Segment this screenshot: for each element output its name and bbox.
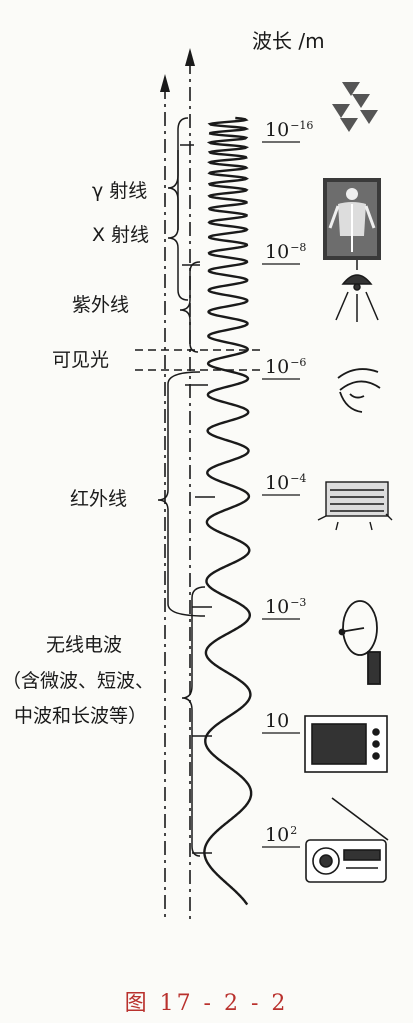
- heater-icon: [317, 481, 393, 531]
- radio-wave-detail-1: （含微波、短波、: [2, 670, 155, 692]
- figure-caption: 图 17 - 2 - 2: [124, 991, 289, 1016]
- wavelength-label: 10−8: [265, 241, 307, 263]
- ultraviolet-label: 紫外线: [72, 294, 130, 316]
- wavelength-underlines: [262, 141, 300, 848]
- wavelength-label: 102: [265, 824, 298, 846]
- uv-lamp-icon: [335, 260, 379, 322]
- wavelength-label: 10−6: [265, 356, 307, 378]
- wavelength-label: 10−16: [265, 119, 314, 141]
- eye-icon: [337, 368, 381, 413]
- microwave-oven-icon: [304, 715, 388, 773]
- band-braces: [157, 117, 215, 857]
- wavelength-label: 10−3: [265, 596, 307, 618]
- satellite-dish-icon: [338, 600, 381, 685]
- radiation-icon: [332, 82, 378, 132]
- left-arrow-head: [160, 74, 170, 92]
- xray-brace: [167, 150, 189, 301]
- wavelength-label: 10: [265, 710, 290, 732]
- gamma-brace: [167, 117, 189, 230]
- right-arrow-head: [185, 48, 195, 66]
- visible-band-lines: [135, 349, 260, 371]
- x-ray-label: X 射线: [92, 224, 150, 246]
- radio-wave-label: 无线电波: [46, 634, 123, 656]
- wavelength-label: 10−4: [265, 472, 307, 494]
- em-wave: [203, 116, 253, 906]
- visible-light-label: 可见光: [52, 349, 110, 371]
- infrared-label: 红外线: [70, 488, 128, 510]
- gamma-ray-label: γ 射线: [92, 180, 148, 202]
- radio-wave-detail-2: 中波和长波等）: [14, 705, 148, 727]
- radio-brace: [181, 586, 206, 857]
- radio-icon: [305, 797, 389, 883]
- uv-brace: [179, 261, 201, 353]
- x-ray-person-icon: [323, 178, 381, 260]
- wavelength-axis-title: 波长 /m: [252, 29, 325, 53]
- ir-brace: [157, 371, 206, 617]
